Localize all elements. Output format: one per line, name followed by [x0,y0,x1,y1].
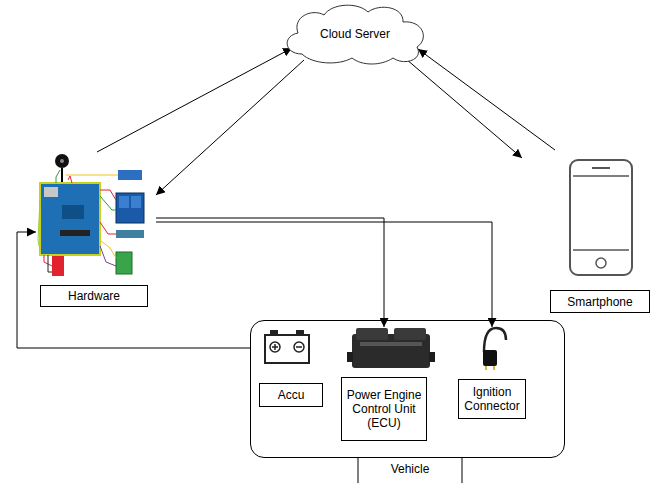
cloud-shape: Cloud Server [282,2,428,64]
node-box: Smartphone [522,150,652,315]
label-box: Accu [259,383,323,407]
arrow-connector [418,49,555,150]
label-box: Hardware [40,285,148,307]
node-box: Power Engine Control Unit (ECU) [341,327,427,435]
ecu-icon [347,328,435,368]
node-box: Hardware [36,152,156,310]
node-text: Cloud Server [320,27,390,41]
hardware-illustration [38,154,144,276]
arrow-connector [97,48,292,152]
arrow-connector [156,218,384,327]
cloud-label: Cloud Server [282,2,428,64]
battery-icon [265,330,309,363]
node-text: Ignition Connector [463,385,521,413]
label-box: Smartphone [550,290,650,313]
node-text: Hardware [68,289,120,303]
node-text: Vehicle [391,462,430,476]
vehicle-tab [358,458,462,483]
node-text: Smartphone [567,295,632,309]
label-box: Power Engine Control Unit (ECU) [341,377,427,441]
connector-icon [483,328,506,370]
node-text: Power Engine Control Unit (ECU) [346,388,422,430]
label-box: Ignition Connector [458,379,526,419]
arrow-connector [156,60,304,195]
smartphone-icon [570,160,632,275]
arrow-connector [406,59,522,158]
node-box: Accu [259,327,323,407]
arrow-connector [156,222,492,327]
node-box: Ignition Connector [463,327,521,419]
node-text: Accu [278,388,305,402]
vehicle-label: Vehicle [358,457,462,476]
vehicle-group: VehicleAccuPower Engine Control Unit (EC… [250,320,565,458]
